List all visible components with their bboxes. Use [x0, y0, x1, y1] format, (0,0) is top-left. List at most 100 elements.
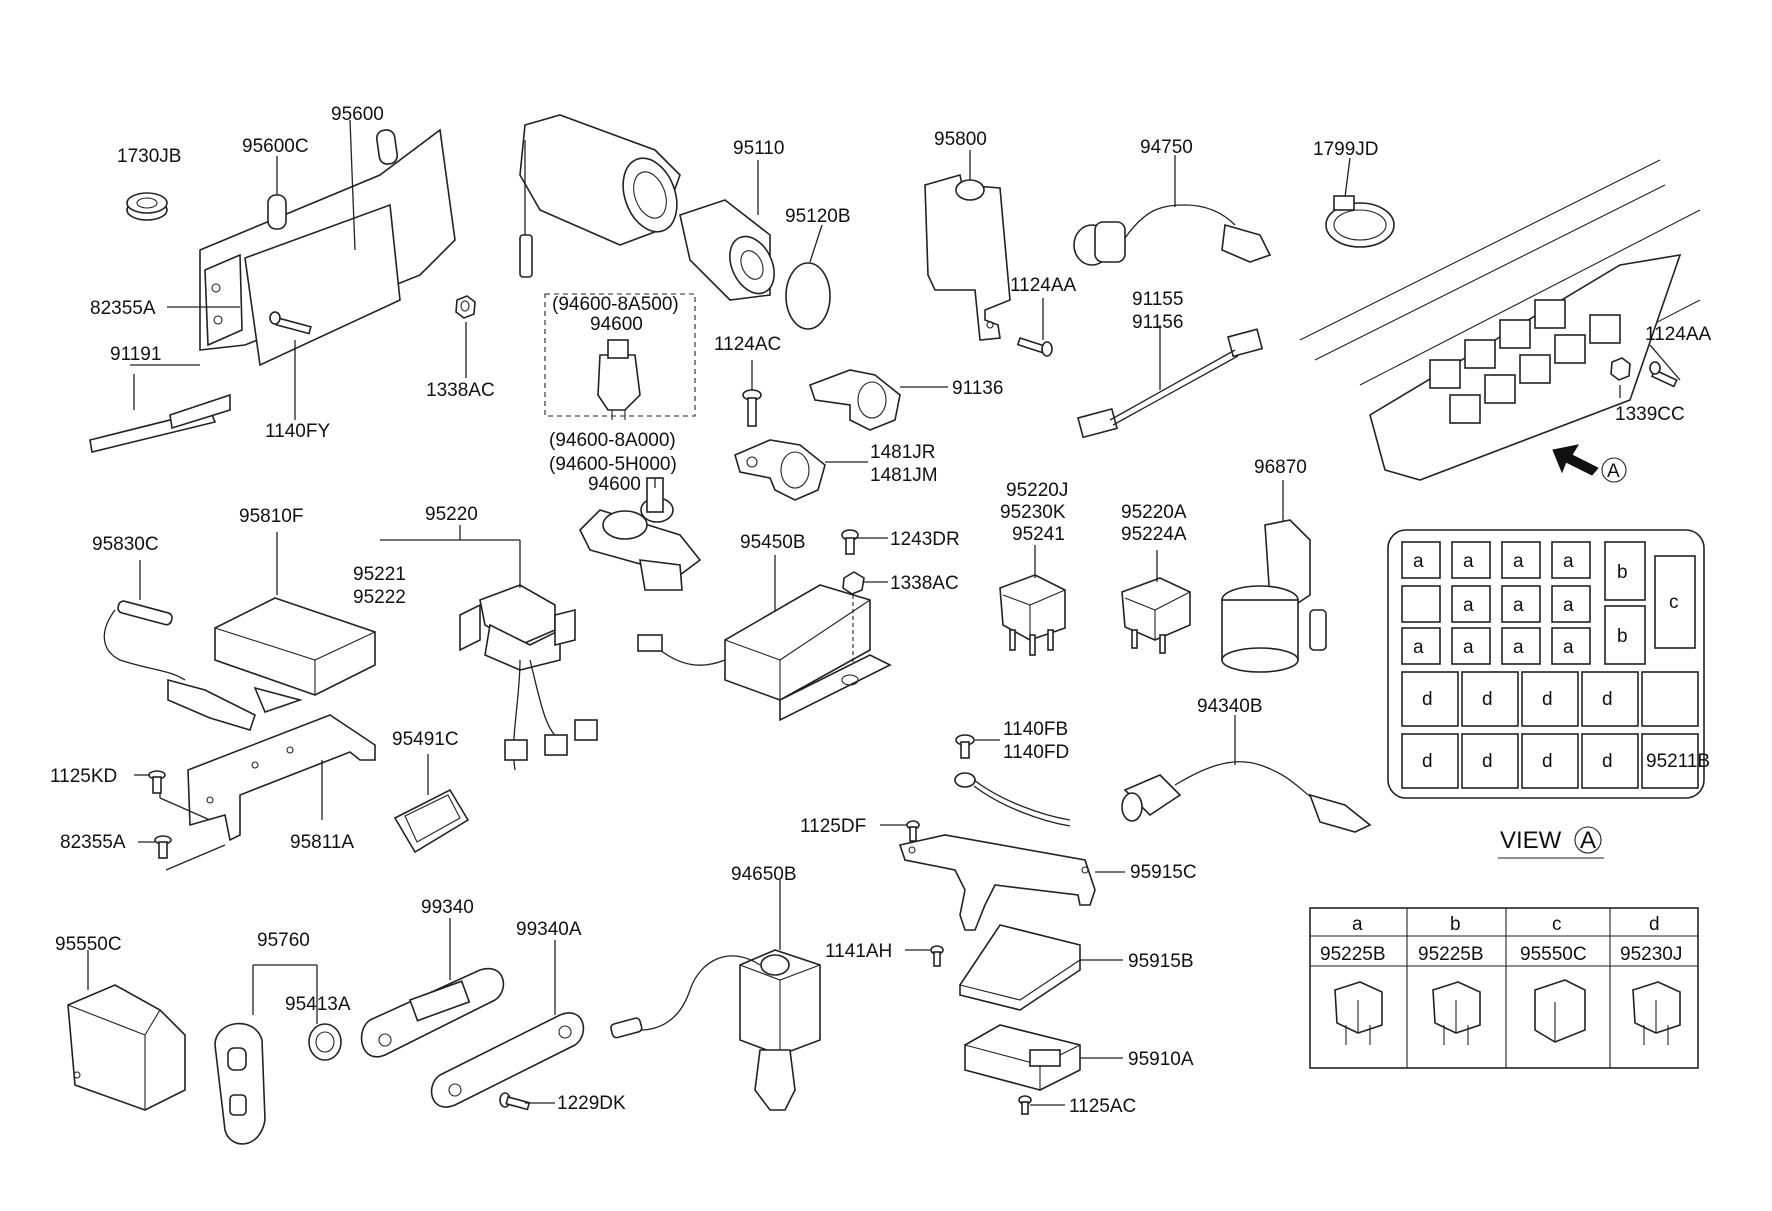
relay-95220a [1121, 550, 1191, 654]
label-94600-a: 94600 [590, 314, 643, 335]
label-99340a: 99340A [516, 919, 582, 940]
cable-1140fb [954, 734, 1071, 827]
grid-row-2: a a a [1401, 585, 1591, 623]
label-1339cc: 1339CC [1615, 404, 1685, 425]
legend-header-c: c [1552, 914, 1562, 935]
label-95830c: 95830C [92, 534, 159, 555]
legend-header-a: a [1352, 914, 1363, 935]
pad-95491c [393, 754, 470, 854]
label-94340b: 94340B [1197, 696, 1263, 717]
sensor-94750 [1073, 155, 1272, 266]
label-95910a: 95910A [1128, 1049, 1194, 1070]
grid-row-3: a a a a [1401, 627, 1591, 665]
grid-cell-a: a [1563, 595, 1574, 616]
legend-module-c [1534, 979, 1586, 1043]
nut-1338ac-top [455, 295, 476, 319]
label-95120b: 95120B [785, 206, 851, 227]
module-95910a [964, 1024, 1123, 1115]
relay-95220j [999, 545, 1066, 656]
label-1125ac: 1125AC [1069, 1096, 1136, 1117]
nut-1338ac-mid [842, 571, 888, 665]
grid-cell-a: a [1463, 551, 1474, 572]
label-95811a: 95811A [290, 832, 354, 853]
grid-cell-a: a [1413, 551, 1424, 572]
screw-1124aa-mid [1016, 298, 1053, 357]
label-95600: 95600 [331, 104, 384, 125]
legend-part-d: 95230J [1620, 944, 1682, 965]
screw-1140fy [269, 311, 312, 335]
label-94600-8a000: (94600-8A000) [549, 430, 676, 451]
bracket-95915c [880, 820, 1125, 931]
grid-cell-a: a [1563, 551, 1574, 572]
legend-part-c: 95550C [1520, 944, 1587, 965]
screw-1229dk [499, 1092, 555, 1111]
clip-91136 [808, 369, 948, 431]
label-95915c: 95915C [1130, 862, 1197, 883]
legend-relay-b [1432, 981, 1481, 1045]
grid-cell-95211b: 95211B [1646, 751, 1710, 772]
grid-row-1: a a a a [1401, 541, 1591, 579]
label-95221: 95221 [353, 564, 406, 585]
clamp-1799jd [1325, 157, 1395, 248]
module-95550c [67, 950, 186, 1111]
label-82355a-top: 82355A [90, 298, 156, 319]
grid-cell-d: d [1602, 689, 1613, 710]
cigar-lighter-assembly [519, 114, 831, 330]
grid-cell-d: d [1422, 689, 1433, 710]
label-95800: 95800 [934, 129, 987, 150]
bracket-95800 [924, 150, 1011, 341]
label-82355a-bottom: 82355A [60, 832, 126, 853]
legend-header-d: d [1649, 914, 1660, 935]
label-99340: 99340 [421, 897, 474, 918]
grid-cell-a: a [1463, 595, 1474, 616]
label-95550c: 95550C [55, 934, 122, 955]
label-95224a: 95224A [1121, 524, 1187, 545]
screw-1125kd [134, 770, 166, 794]
label-95915b: 95915B [1128, 951, 1194, 972]
module-95810f [214, 532, 376, 713]
battery-95413a [308, 988, 342, 1061]
label-1243dr: 1243DR [890, 529, 960, 550]
legend-header-b: b [1450, 914, 1461, 935]
grid-cell-c: c [1669, 592, 1679, 613]
label-1338ac-mid: 1338AC [890, 573, 959, 594]
grid-cell-d: d [1422, 751, 1433, 772]
grid-row-d1: d d d d [1401, 671, 1699, 727]
label-1799jd: 1799JD [1313, 139, 1379, 160]
grid-cell-d: d [1542, 689, 1553, 710]
label-1125df: 1125DF [800, 816, 866, 837]
grid-cell-a: a [1513, 551, 1524, 572]
key-fob-95760 [214, 964, 318, 1145]
label-95491c: 95491C [392, 729, 459, 750]
label-91155: 91155 [1132, 289, 1183, 310]
view-a-arrow [1552, 444, 1599, 476]
ecu-bracket-assembly [89, 119, 476, 453]
view-caption: VIEW [1500, 827, 1562, 854]
grid-cell-d: d [1482, 689, 1493, 710]
clip-1481jr [734, 439, 868, 501]
plate-99340 [360, 918, 505, 1058]
label-1481jr: 1481JR [870, 442, 936, 463]
label-1140fd: 1140FD [1003, 742, 1069, 763]
amplifier-95450b [637, 555, 892, 722]
label-95230k: 95230K [1000, 502, 1066, 523]
switch-94650b [610, 880, 821, 1111]
label-1141ah: 1141AH [825, 941, 892, 962]
label-95760: 95760 [257, 930, 310, 951]
legend-part-b: 95225B [1418, 944, 1484, 965]
grid-cell-d: d [1602, 751, 1613, 772]
label-95600c: 95600C [242, 136, 309, 157]
grid-cell-a: a [1413, 637, 1424, 658]
legend-relay-a [1334, 981, 1383, 1045]
label-91191: 91191 [110, 344, 161, 365]
label-94750: 94750 [1140, 137, 1193, 158]
grid-cell-a: a [1513, 595, 1524, 616]
label-1124aa-mid: 1124AA [1010, 275, 1077, 296]
label-94600-b: 94600 [588, 474, 641, 495]
part-labels: 95600 95600C 1730JB 82355A 91191 1140FY … [50, 104, 1712, 1117]
label-91136: 91136 [952, 378, 1003, 399]
screw-1124ac [742, 360, 762, 427]
screw-82355a-bottom [138, 835, 172, 859]
view-caption-marker: A [1580, 827, 1596, 854]
